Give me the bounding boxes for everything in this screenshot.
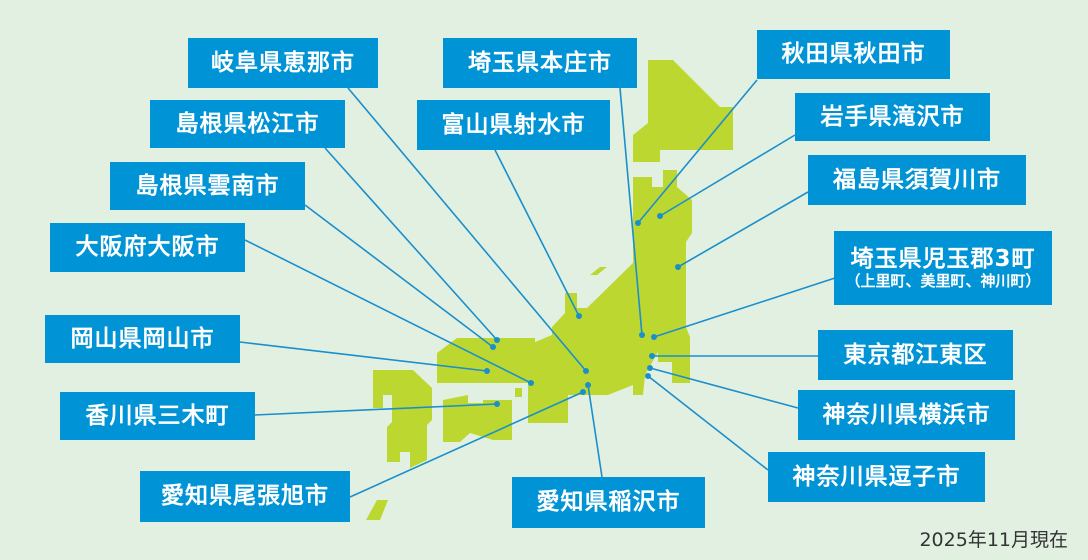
shikoku	[443, 395, 512, 442]
label-text: 岡山県岡山市	[70, 325, 215, 352]
label-text: 岩手県滝沢市	[820, 103, 965, 130]
label-inazawa: 愛知県稲沢市	[512, 477, 705, 528]
label-text: 埼玉県児玉郡3町	[850, 246, 1036, 273]
label-okayama: 岡山県岡山市	[45, 315, 240, 363]
label-honjo: 埼玉県本庄市	[443, 38, 637, 88]
label-text: 島根県雲南市	[135, 172, 280, 199]
label-imizu: 富山県射水市	[417, 100, 610, 150]
label-text: 秋田県秋田市	[781, 41, 926, 68]
okinawa	[366, 500, 388, 520]
label-takizawa: 岩手県滝沢市	[795, 93, 990, 141]
label-yokohama: 神奈川県横浜市	[798, 390, 1015, 440]
awaji-island	[515, 388, 522, 397]
label-text: 神奈川県逗子市	[792, 463, 961, 490]
label-matsue: 島根県松江市	[150, 100, 345, 148]
label-akita: 秋田県秋田市	[757, 30, 950, 79]
label-text: 神奈川県横浜市	[822, 401, 991, 428]
leader-lines	[239, 79, 836, 498]
label-miki: 香川県三木町	[60, 392, 255, 440]
label-sukagawa: 福島県須賀川市	[808, 155, 1026, 205]
label-text: 香川県三木町	[85, 402, 230, 429]
label-text: 福島県須賀川市	[833, 166, 1001, 193]
label-text: 東京都江東区	[843, 341, 988, 368]
label-text: 愛知県尾張旭市	[161, 483, 329, 510]
city-dots	[484, 213, 681, 407]
as-of-date: 2025年11月現在	[919, 529, 1068, 551]
label-text: 岐阜県恵那市	[211, 49, 355, 76]
label-text: 大阪府大阪市	[75, 234, 220, 261]
kyushu	[373, 370, 432, 468]
honshu	[437, 170, 692, 423]
label-text: 埼玉県本庄市	[468, 49, 612, 76]
label-zushi: 神奈川県逗子市	[768, 452, 985, 502]
label-kodama: 埼玉県児玉郡3町（上里町、美里町、神川町）	[834, 231, 1052, 305]
label-owariasahi: 愛知県尾張旭市	[140, 471, 350, 522]
hokkaido	[633, 60, 733, 162]
label-text: 島根県松江市	[175, 110, 320, 137]
label-text: 富山県射水市	[441, 111, 586, 138]
label-unnan: 島根県雲南市	[110, 162, 305, 210]
label-ena: 岐阜県恵那市	[188, 38, 378, 88]
label-subtext: （上里町、美里町、神川町）	[845, 271, 1041, 290]
label-osaka: 大阪府大阪市	[50, 223, 245, 272]
label-koto: 東京都江東区	[818, 330, 1013, 380]
label-text: 愛知県稲沢市	[536, 489, 681, 516]
sado-island	[590, 267, 607, 275]
